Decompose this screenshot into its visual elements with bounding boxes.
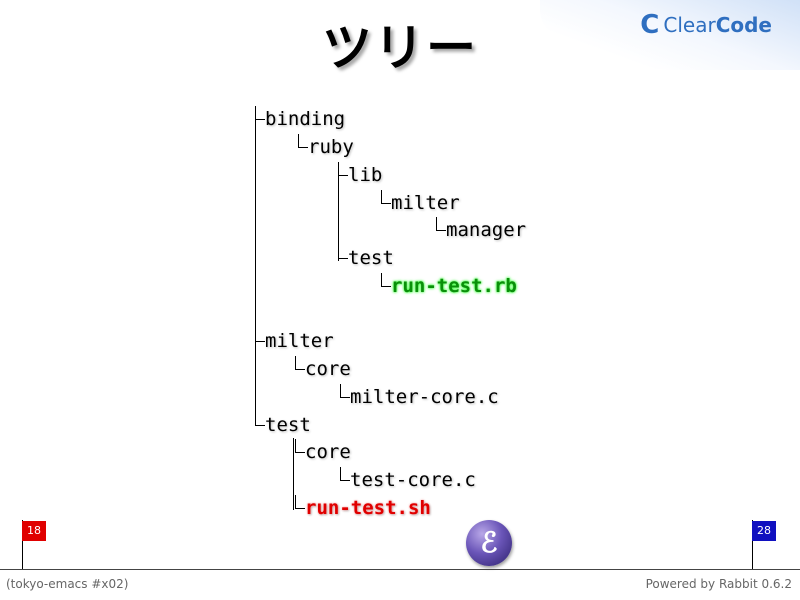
- tree-node[interactable]: manager: [434, 217, 526, 243]
- end-flag-pole: [752, 520, 753, 570]
- tree-node[interactable]: lib: [336, 162, 382, 188]
- tree-node[interactable]: test-core.c: [338, 467, 476, 493]
- end-page-flag[interactable]: 28: [752, 521, 776, 541]
- tree-connector: [255, 106, 256, 426]
- tree-node[interactable]: milter-core.c: [338, 384, 499, 410]
- clearcode-logo: C ClearCode: [640, 10, 772, 40]
- tree-node[interactable]: run-test.sh: [293, 495, 431, 521]
- tree-node[interactable]: ruby: [296, 134, 354, 160]
- tree-node[interactable]: core: [293, 439, 351, 465]
- emacs-icon: ℰ: [466, 520, 512, 566]
- tree-node[interactable]: test: [253, 412, 311, 438]
- start-page-flag[interactable]: 18: [22, 521, 46, 541]
- tree-node[interactable]: milter: [253, 328, 334, 354]
- tree-connector: [293, 438, 294, 510]
- emacs-glyph: ℰ: [480, 526, 498, 559]
- tree-node[interactable]: test: [336, 245, 394, 271]
- slide-title: ツリー: [322, 19, 478, 77]
- clearcode-c-icon: C: [640, 10, 660, 40]
- start-flag-pole: [22, 520, 23, 570]
- tree-node[interactable]: core: [293, 356, 351, 382]
- footer-right-text: Powered by Rabbit 0.6.2: [645, 577, 792, 591]
- tree-connector: [338, 162, 339, 261]
- progress-baseline: [0, 569, 800, 570]
- footer-left-text: (tokyo-emacs #x02): [6, 577, 129, 591]
- tree-node[interactable]: run-test.rb: [379, 273, 517, 299]
- logo-text: ClearCode: [663, 13, 772, 37]
- tree-node[interactable]: binding: [253, 106, 345, 132]
- tree-node[interactable]: milter: [379, 190, 460, 216]
